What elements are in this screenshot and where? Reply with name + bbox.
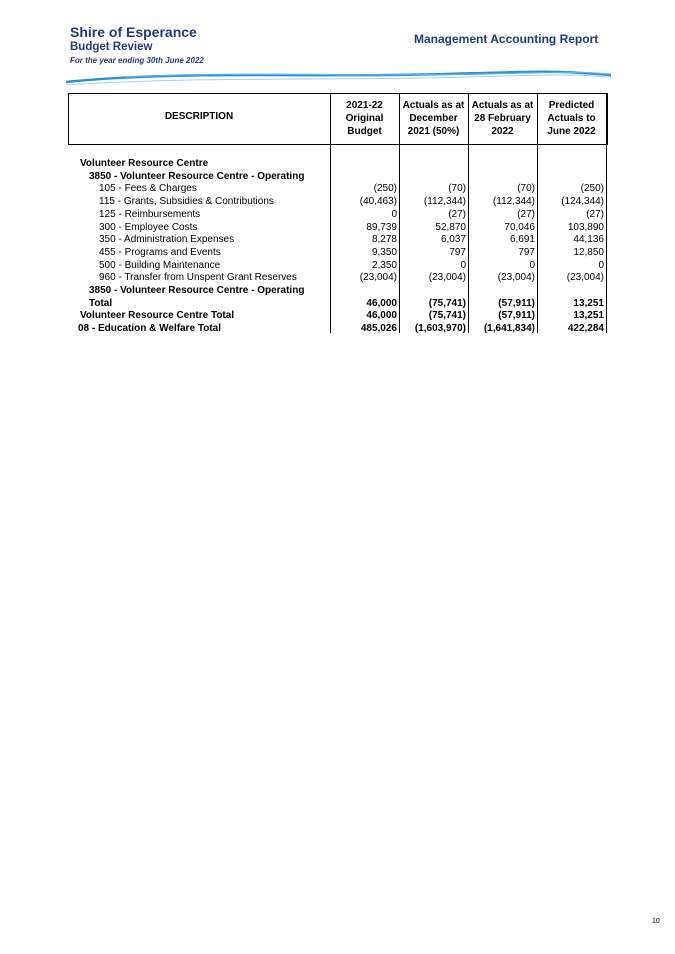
row-value: (57,911) bbox=[498, 297, 535, 309]
reporting-period: For the year ending 30th June 2022 bbox=[70, 56, 204, 65]
row-value: (23,004) bbox=[566, 272, 604, 284]
row-value: (70) bbox=[517, 183, 535, 195]
table-row: Total 46,000 (75,741) (57,911) 13,251 bbox=[68, 297, 608, 310]
table-row: 300 - Employee Costs 89,739 52,870 70,046 10… bbox=[68, 221, 608, 234]
row-value: (250) bbox=[373, 183, 397, 195]
row-value: 0 bbox=[529, 259, 535, 271]
row-label: 3850 - Volunteer Resource Centre - Opera… bbox=[89, 285, 305, 296]
row-value: (27) bbox=[517, 208, 535, 220]
row-value: (124,344) bbox=[561, 196, 604, 208]
row-value: 0 bbox=[391, 208, 397, 220]
table-row: 500 - Building Maintenance 2,350 0 0 0 bbox=[68, 259, 608, 272]
table-header bbox=[68, 93, 608, 145]
row-value: 797 bbox=[518, 246, 535, 258]
organisation-name: Shire of Esperance bbox=[70, 24, 197, 40]
row-value: 89,739 bbox=[366, 221, 397, 233]
row-value: 0 bbox=[460, 259, 466, 271]
column-divider bbox=[606, 93, 607, 333]
row-label: Volunteer Resource Centre bbox=[80, 158, 209, 169]
row-value: 52,870 bbox=[435, 221, 466, 233]
row-value: (75,741) bbox=[428, 310, 466, 322]
row-label: 115 - Grants, Subsidies & Contributions bbox=[99, 196, 274, 208]
table-row: Volunteer Resource Centre Total 46,000 (75… bbox=[68, 309, 608, 322]
row-value: 44,136 bbox=[573, 234, 604, 246]
column-divider bbox=[399, 93, 400, 333]
row-value: (112,344) bbox=[492, 196, 535, 208]
row-value: 2,350 bbox=[371, 259, 397, 271]
row-value: 13,251 bbox=[573, 310, 604, 322]
header-wave-decoration bbox=[66, 70, 611, 86]
table-row: 105 - Fees & Charges (250) (70) (70) (250) bbox=[68, 182, 608, 195]
row-value: 6,691 bbox=[509, 234, 535, 246]
table-row: 115 - Grants, Subsidies & Contributions (… bbox=[68, 195, 608, 208]
row-value: (27) bbox=[448, 208, 466, 220]
row-value: (250) bbox=[580, 183, 604, 195]
table-row: 08 - Education & Welfare Total 485,026 (1,… bbox=[68, 322, 608, 335]
row-value: 13,251 bbox=[573, 297, 604, 309]
description-header: DESCRIPTION bbox=[164, 111, 234, 122]
row-label: 960 - Transfer from Unspent Grant Reserv… bbox=[99, 272, 297, 284]
row-value: (57,911) bbox=[498, 310, 535, 322]
column-divider bbox=[468, 93, 469, 333]
row-value: 9,350 bbox=[371, 246, 397, 258]
row-label: 105 - Fees & Charges bbox=[99, 183, 197, 195]
row-label: Total bbox=[89, 297, 113, 309]
row-label: 08 - Education & Welfare Total bbox=[78, 323, 221, 335]
table-row: 125 - Reimbursements 0 (27) (27) (27) bbox=[68, 208, 608, 221]
row-value: 797 bbox=[449, 246, 466, 258]
row-value: 46,000 bbox=[366, 310, 397, 322]
row-value: (112,344) bbox=[423, 196, 466, 208]
row-value: (23,004) bbox=[359, 272, 397, 284]
row-label: 3850 - Volunteer Resource Centre - Opera… bbox=[89, 170, 305, 182]
page-number: 10 bbox=[652, 918, 660, 925]
row-label: 350 - Administration Expenses bbox=[99, 234, 235, 246]
row-value: 70,046 bbox=[504, 221, 535, 233]
document-title: Budget Review bbox=[70, 41, 153, 53]
table-row: 3850 - Volunteer Resource Centre - Opera… bbox=[68, 170, 608, 183]
row-value: (1,603,970) bbox=[414, 323, 466, 335]
row-value: 6,037 bbox=[440, 234, 466, 246]
row-value: (75,741) bbox=[428, 297, 466, 309]
column-divider bbox=[537, 93, 538, 333]
row-value: (23,004) bbox=[497, 272, 535, 284]
row-value: 485,026 bbox=[360, 323, 397, 335]
row-label: 125 - Reimbursements bbox=[99, 208, 201, 220]
table-row: 350 - Administration Expenses 8,278 6,037 6… bbox=[68, 233, 608, 246]
table-row: 960 - Transfer from Unspent Grant Reserv… bbox=[68, 271, 608, 284]
row-value: 46,000 bbox=[366, 297, 397, 309]
row-value: (40,463) bbox=[359, 196, 397, 208]
row-label: 455 - Programs and Events bbox=[99, 246, 221, 258]
row-label: Volunteer Resource Centre Total bbox=[80, 310, 235, 322]
report-title: Management Accounting Report bbox=[414, 32, 599, 46]
row-value: (27) bbox=[586, 208, 604, 220]
column-divider bbox=[330, 93, 331, 333]
row-label: 300 - Employee Costs bbox=[99, 221, 198, 233]
table-row: 3850 - Volunteer Resource Centre - Opera… bbox=[68, 284, 608, 297]
row-value: (23,004) bbox=[428, 272, 466, 284]
table-row: Volunteer Resource Centre bbox=[68, 157, 608, 170]
row-value: (70) bbox=[448, 183, 466, 195]
row-value: (1,641,834) bbox=[483, 323, 535, 335]
row-label: 500 - Building Maintenance bbox=[99, 259, 221, 271]
row-value: 103,890 bbox=[567, 221, 604, 233]
table-row: 455 - Programs and Events 9,350 797 797 12,8… bbox=[68, 246, 608, 259]
row-value: 8,278 bbox=[371, 234, 397, 246]
row-value: 0 bbox=[598, 259, 604, 271]
row-value: 422,284 bbox=[567, 323, 604, 335]
row-value: 12,850 bbox=[573, 246, 604, 258]
